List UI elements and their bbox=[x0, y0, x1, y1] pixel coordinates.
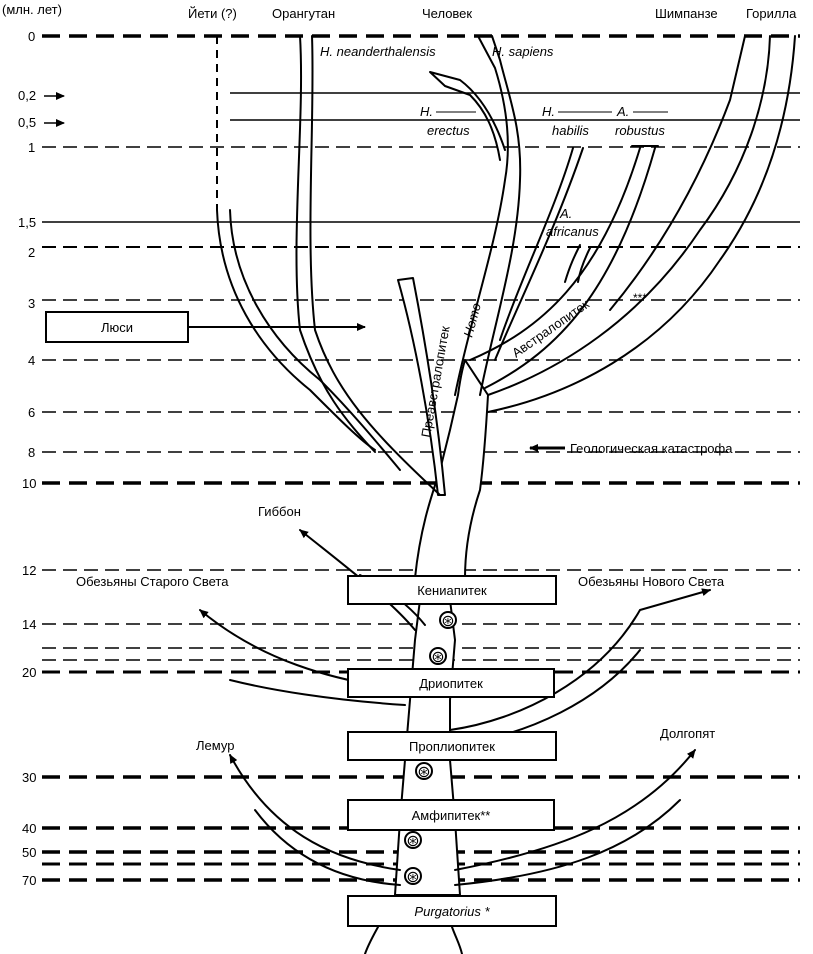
label-stars: *** bbox=[633, 291, 647, 305]
propliopithecus-label: Проплиопитек bbox=[409, 739, 495, 754]
label-africanus-species: africanus bbox=[546, 224, 599, 239]
axis-unit-label: (млн. лет) bbox=[2, 2, 62, 17]
axis-tick: 70 bbox=[22, 873, 36, 888]
amphipithecus-label: Амфипитек** bbox=[412, 808, 491, 823]
tarsier-branch bbox=[454, 749, 696, 871]
axis-tick: 50 bbox=[22, 845, 36, 860]
label-old-world: Обезьяны Старого Света bbox=[76, 574, 229, 589]
label-robustus-genus: A. bbox=[616, 104, 629, 119]
axis-tick: 10 bbox=[22, 476, 36, 491]
orangutan-branch-inner bbox=[309, 35, 441, 496]
axis-tick: 8 bbox=[28, 445, 35, 460]
header-chimpanzee: Шимпанзе bbox=[655, 6, 718, 21]
label-homo: Homo bbox=[460, 301, 483, 338]
dryopithecus-label: Дриопитек bbox=[419, 676, 483, 691]
habilis-branch bbox=[494, 147, 584, 361]
orangutan-branch bbox=[295, 35, 376, 453]
old-world-branch-2 bbox=[229, 679, 406, 706]
africanus-branch bbox=[564, 244, 581, 283]
homo-branch-inner bbox=[479, 35, 522, 396]
propliopithecus-box: Проплиопитек bbox=[347, 731, 557, 761]
axis-tick: 2 bbox=[28, 245, 35, 260]
gorilla-branch bbox=[609, 35, 746, 311]
axis-tick: 4 bbox=[28, 353, 35, 368]
label-tarsier: Долгопят bbox=[660, 726, 715, 741]
axis-tick: 0 bbox=[28, 29, 35, 44]
svg-text:⊛: ⊛ bbox=[406, 833, 419, 850]
axis-tick: 12 bbox=[22, 563, 36, 578]
homo-branch bbox=[454, 35, 509, 396]
label-habilis-genus: H. bbox=[542, 104, 555, 119]
label-erectus-species: erectus bbox=[427, 123, 470, 138]
label-habilis-species: habilis bbox=[552, 123, 589, 138]
header-gorilla: Горилла bbox=[746, 6, 797, 21]
header-yeti: Йети (?) bbox=[188, 6, 237, 21]
axis-tick: 20 bbox=[22, 665, 36, 680]
header-human: Человек bbox=[422, 6, 472, 21]
fossil-marker-icon: ⊛ bbox=[429, 647, 447, 666]
axis-ticks: 0 0,2 0,5 1 1,5 2 3 4 6 8 10 12 14 20 30… bbox=[18, 29, 36, 888]
svg-text:⊛: ⊛ bbox=[417, 764, 430, 781]
fossil-marker-icon: ⊛ bbox=[415, 762, 433, 781]
axis-tick: 40 bbox=[22, 821, 36, 836]
dryopithecus-box: Дриопитек bbox=[347, 668, 555, 698]
root-left bbox=[364, 926, 379, 954]
lucy-label: Люси bbox=[101, 320, 133, 335]
label-africanus-genus: A. bbox=[559, 206, 572, 221]
lemur-branch-2 bbox=[254, 809, 401, 886]
neanderthal-branch bbox=[429, 71, 506, 161]
fossil-marker-icon: ⊛ bbox=[404, 867, 422, 886]
africanus-branch-inner bbox=[577, 247, 591, 283]
svg-text:⊛: ⊛ bbox=[441, 613, 454, 630]
preaustralopithecus-branch bbox=[397, 277, 446, 496]
new-world-branch bbox=[449, 588, 711, 731]
label-gibbon: Гиббон bbox=[258, 504, 301, 519]
label-neanderthalensis: H. neanderthalensis bbox=[320, 44, 436, 59]
axis-tick: 14 bbox=[22, 617, 36, 632]
lemur-branch bbox=[229, 754, 401, 871]
svg-text:⊛: ⊛ bbox=[406, 869, 419, 886]
lucy-box: Люси bbox=[45, 311, 189, 343]
axis-tick: 1 bbox=[28, 140, 35, 155]
root-right bbox=[451, 926, 463, 954]
label-sapiens: H. sapiens bbox=[492, 44, 554, 59]
fossil-markers: ⊛ ⊛ ⊛ ⊛ ⊛ bbox=[404, 611, 457, 886]
tarsier-branch-2 bbox=[454, 799, 681, 886]
axis-tick: 3 bbox=[28, 296, 35, 311]
axis-tick: 0,2 bbox=[18, 88, 36, 103]
axis-tick: 6 bbox=[28, 405, 35, 420]
upper-trunk bbox=[414, 359, 489, 579]
label-erectus-genus: H. bbox=[420, 104, 433, 119]
purgatorius-box: Purgatorius * bbox=[347, 895, 557, 927]
axis-tick: 1,5 bbox=[18, 215, 36, 230]
amphipithecus-box: Амфипитек** bbox=[347, 799, 555, 831]
yeti-branch bbox=[216, 209, 376, 451]
australopithecus-branch bbox=[469, 147, 641, 361]
kenyapithecus-label: Кениапитек bbox=[417, 583, 487, 598]
axis-tick: 0,5 bbox=[18, 115, 36, 130]
fossil-marker-icon: ⊛ bbox=[439, 611, 457, 630]
tree-branches bbox=[216, 35, 796, 896]
yeti-branch-inner bbox=[229, 209, 401, 471]
fossil-marker-icon: ⊛ bbox=[404, 831, 422, 850]
header-orangutan: Орангутан bbox=[272, 6, 335, 21]
chimp-branch-inner bbox=[487, 35, 796, 413]
chimp-branch bbox=[487, 35, 771, 396]
label-new-world: Обезьяны Нового Света bbox=[578, 574, 725, 589]
axis-tick: 30 bbox=[22, 770, 36, 785]
label-catastrophe: Геологическая катастрофа bbox=[570, 441, 733, 456]
label-lemur: Лемур bbox=[196, 738, 234, 753]
svg-text:⊛: ⊛ bbox=[431, 649, 444, 666]
australopithecus-branch-inner bbox=[484, 147, 656, 389]
habilis-branch-inner bbox=[499, 147, 574, 341]
purgatorius-label: Purgatorius * bbox=[414, 904, 490, 919]
label-robustus-species: robustus bbox=[615, 123, 665, 138]
kenyapithecus-box: Кениапитек bbox=[347, 575, 557, 605]
